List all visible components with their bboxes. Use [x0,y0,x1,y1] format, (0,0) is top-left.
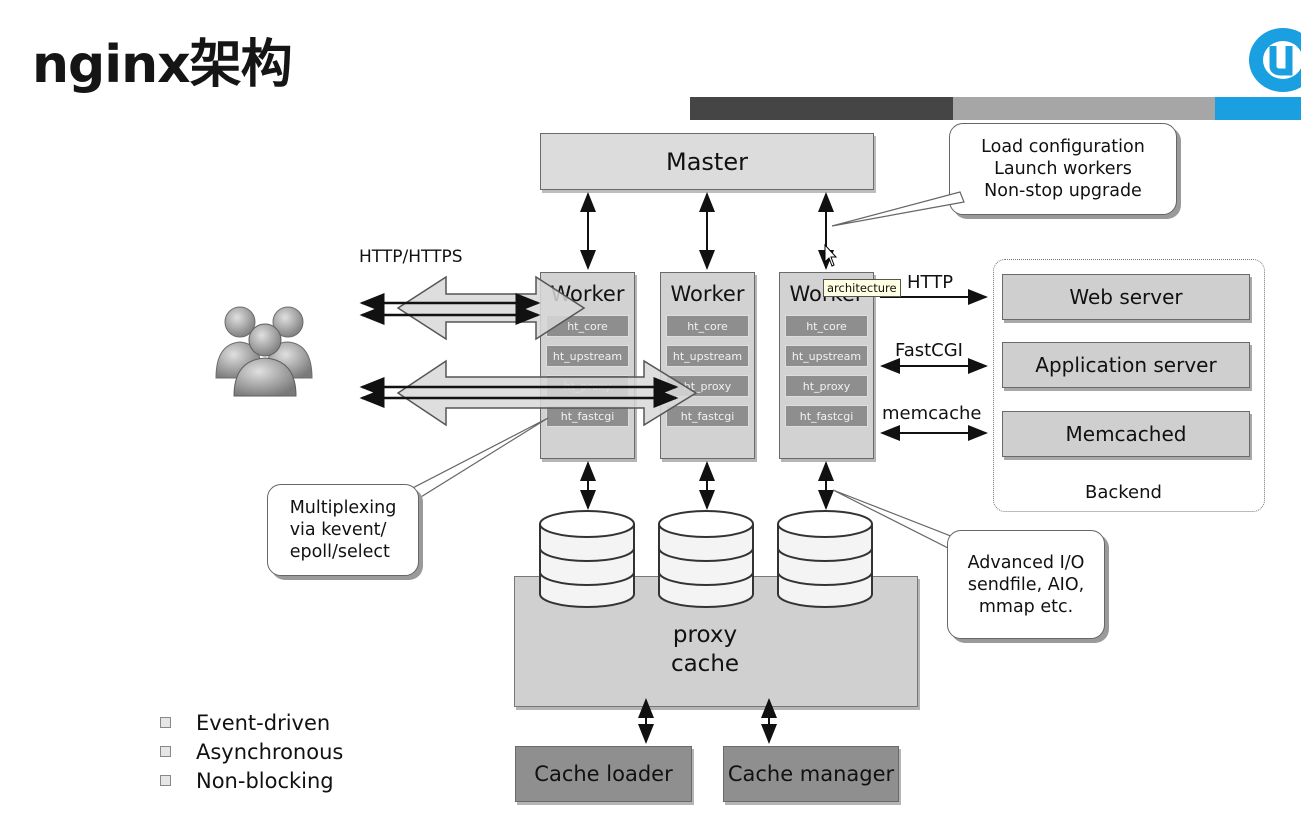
protocol-label: HTTP/HTTPS [359,247,463,267]
users-icon [208,300,326,398]
application-server-box: Application server [1002,342,1250,388]
worker-box: Worker ht_core ht_upstream ht_proxy ht_f… [660,272,755,459]
multiplexing-callout: Multiplexing via kevent/ epoll/select [267,484,419,576]
master-box: Master [540,133,874,190]
cache-label-line: cache [670,651,740,677]
worker-box: Worker ht_core ht_upstream ht_proxy ht_f… [779,272,874,459]
http-link-label: HTTP [907,272,954,293]
header-bar-mid [953,97,1215,120]
callout-line: Non-stop upgrade [984,181,1142,201]
backend-label: Backend [1085,482,1162,503]
list-item: Non-blocking [160,766,343,795]
database-icon [776,510,876,610]
feature-label: Event-driven [196,710,331,735]
page-title: nginx架构 [32,35,293,95]
callout-line: Launch workers [994,159,1132,179]
worker-box: Worker ht_core ht_upstream ht_proxy ht_f… [540,272,635,459]
fastcgi-link-label: FastCGI [895,340,963,361]
proxy-cache-label: proxy cache [655,621,755,679]
tooltip: architecture [823,279,901,297]
callout-line: sendfile, AIO, [967,574,1085,595]
module-upstream: ht_upstream [785,345,868,367]
module-core: ht_core [546,315,629,337]
header-bar [690,97,953,120]
database-icon [657,510,757,610]
feature-label: Asynchronous [196,739,344,764]
module-fastcgi: ht_fastcgi [785,405,868,427]
bullet-icon [160,717,171,728]
memcached-box: Memcached [1002,411,1250,457]
callout-line: Load configuration [981,137,1145,157]
cloud-logo-icon [1235,20,1301,92]
module-fastcgi: ht_fastcgi [546,405,629,427]
callout-line: epoll/select [289,542,390,562]
module-upstream: ht_upstream [666,345,749,367]
callout-line: Advanced I/O [967,552,1085,573]
module-upstream: ht_upstream [546,345,629,367]
module-proxy: ht_proxy [546,375,629,397]
feature-label: Non-blocking [196,768,334,793]
worker-label: Worker [550,282,625,306]
module-proxy: ht_proxy [785,375,868,397]
list-item: Asynchronous [160,737,343,766]
module-core: ht_core [666,315,749,337]
web-server-box: Web server [1002,274,1250,320]
bullet-icon [160,746,171,757]
cache-manager-box: Cache manager [723,746,899,802]
advanced-io-callout: Advanced I/O sendfile, AIO, mmap etc. [947,530,1105,639]
cache-label-line: proxy [672,622,738,648]
module-fastcgi: ht_fastcgi [666,405,749,427]
backend-group [993,259,1265,512]
callout-line: via kevent/ [289,520,387,540]
callout-line: mmap etc. [978,596,1074,617]
callout-line: Multiplexing [289,498,397,518]
header-bar-accent [1215,97,1301,120]
bullet-icon [160,775,171,786]
module-core: ht_core [785,315,868,337]
worker-label: Worker [670,282,745,306]
module-proxy: ht_proxy [666,375,749,397]
master-callout: Load configuration Launch workers Non-st… [949,123,1177,215]
cache-loader-box: Cache loader [515,746,692,802]
feature-list: Event-driven Asynchronous Non-blocking [160,708,343,795]
database-icon [538,510,638,610]
list-item: Event-driven [160,708,343,737]
memcache-link-label: memcache [882,403,982,424]
